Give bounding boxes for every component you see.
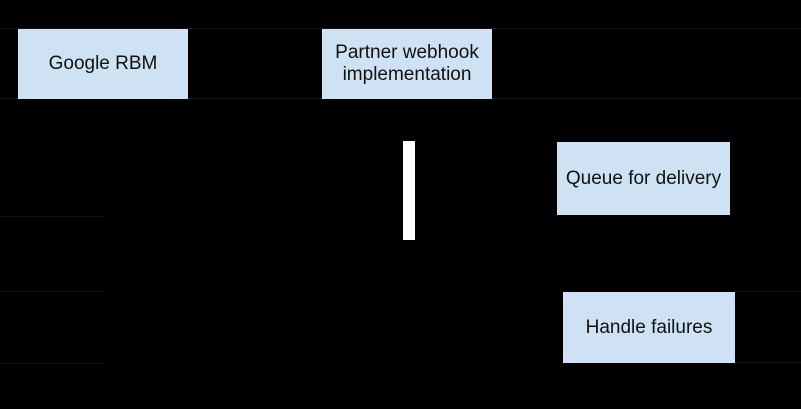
- node-partner-webhook: Partner webhook implementation: [322, 29, 492, 99]
- actor-band-top-line: [0, 28, 801, 29]
- faint-message-line-1: [0, 216, 103, 217]
- node-partner-webhook-label: Partner webhook implementation: [335, 42, 479, 85]
- node-queue-for-delivery-label: Queue for delivery: [565, 167, 722, 189]
- node-handle-failures: Handle failures: [563, 292, 735, 363]
- node-google-rbm-label: Google RBM: [48, 53, 158, 74]
- faint-message-line-2-left: [0, 291, 103, 292]
- faint-message-line-3-right: [734, 362, 801, 363]
- activation-bar: [403, 141, 415, 240]
- node-handle-failures-label: Handle failures: [585, 316, 713, 338]
- faint-message-line-2-right: [735, 291, 801, 292]
- faint-message-line-3-left: [0, 363, 103, 364]
- node-google-rbm: Google RBM: [18, 29, 188, 99]
- node-queue-for-delivery: Queue for delivery: [557, 142, 730, 215]
